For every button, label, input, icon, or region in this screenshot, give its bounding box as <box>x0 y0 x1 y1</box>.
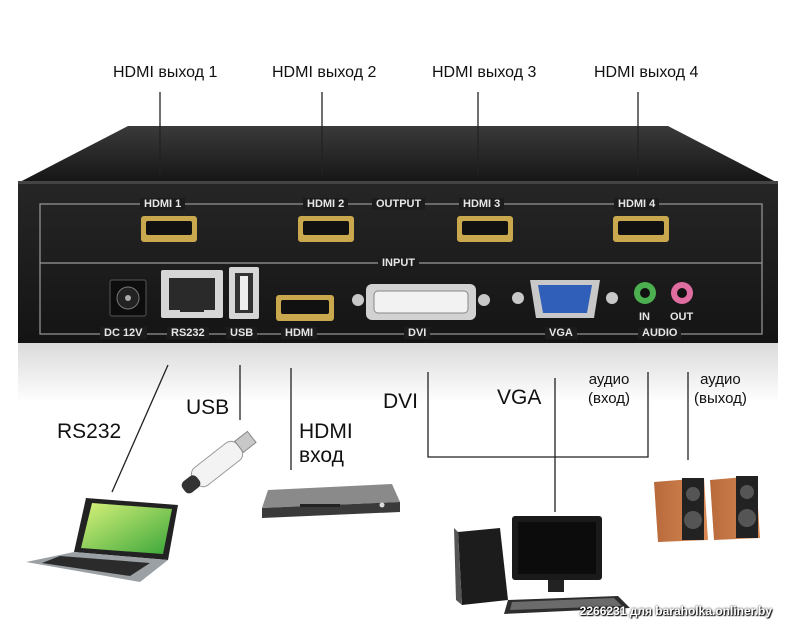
audio-out-callout-label: аудио (выход) <box>694 370 747 408</box>
audio-in-callout-label: аудио (вход) <box>588 370 630 408</box>
panel-hdmi2-label: HDMI 2 <box>303 198 349 210</box>
hdmi-out-3-port <box>457 216 513 242</box>
audio-out-callout-line1: аудио <box>700 371 741 388</box>
usb-stick-illustration <box>181 430 257 494</box>
vga-callout-label: VGA <box>497 386 542 409</box>
panel-in-label: IN <box>639 311 650 323</box>
panel-hdmi3-label: HDMI 3 <box>459 198 505 210</box>
audio-in-callout-line2: (вход) <box>588 390 631 407</box>
hdmi-input-port <box>276 295 334 321</box>
audio-out-callout-line2: (выход) <box>694 390 747 407</box>
panel-dvi-label: DVI <box>404 327 431 339</box>
dc-power-port <box>109 279 147 317</box>
rs232-rj45-port <box>161 270 223 318</box>
desktop-pc-illustration <box>454 516 630 614</box>
hdmi-output-1-label: HDMI выход 1 <box>113 64 218 81</box>
device-reflection <box>18 343 778 403</box>
panel-out-label: OUT <box>670 311 694 323</box>
hdmi-input-callout-line2: вход <box>299 444 344 467</box>
audio-out-jack <box>671 282 693 304</box>
dvi-callout-label: DVI <box>383 390 419 413</box>
laptop-illustration <box>26 498 178 582</box>
usb-callout-label: USB <box>186 396 230 419</box>
hdmi-out-2-port <box>298 216 354 242</box>
panel-audio-label: AUDIO <box>638 327 682 339</box>
dvd-player-illustration <box>262 484 400 518</box>
hdmi-output-2-label: HDMI выход 2 <box>272 64 377 81</box>
audio-in-jack <box>634 282 656 304</box>
panel-input-label: INPUT <box>378 257 419 269</box>
hdmi-out-4-port <box>613 216 669 242</box>
panel-usb-label: USB <box>226 327 258 339</box>
speakers-illustration <box>654 476 760 542</box>
dvi-port <box>352 284 490 320</box>
video-wall-controller <box>18 126 778 343</box>
hdmi-input-callout-label: HDMI вход <box>299 420 353 468</box>
device-top <box>18 126 778 183</box>
callout-lines <box>111 92 689 512</box>
hdmi-output-3-label: HDMI выход 3 <box>432 64 537 81</box>
vga-port <box>512 280 618 318</box>
panel-rs232-label: RS232 <box>167 327 209 339</box>
panel-output-label: OUTPUT <box>372 198 426 210</box>
hdmi-output-4-label: HDMI выход 4 <box>594 64 699 81</box>
hdmi-output-ports <box>141 216 669 242</box>
audio-in-callout-line1: аудио <box>588 371 630 388</box>
rs232-callout-label: RS232 <box>57 420 122 443</box>
panel-hdmi1-label: HDMI 1 <box>140 198 186 210</box>
panel-hdmi-label: HDMI <box>281 327 318 339</box>
usb-port <box>229 267 259 319</box>
hdmi-input-callout-line1: HDMI <box>299 420 353 443</box>
panel-vga-label: VGA <box>545 327 577 339</box>
panel-hdmi4-label: HDMI 4 <box>614 198 660 210</box>
hdmi-out-1-port <box>141 216 197 242</box>
panel-dc-label: DC 12V <box>100 327 147 339</box>
watermark: 2266231 для baraholka.onliner.by <box>579 604 772 618</box>
